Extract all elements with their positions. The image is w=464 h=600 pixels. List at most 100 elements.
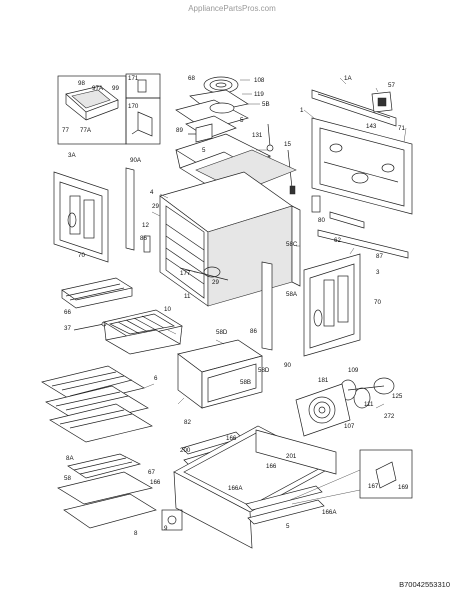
callout: 131 bbox=[252, 132, 263, 139]
callout: 29 bbox=[212, 279, 219, 286]
side-panel-3A bbox=[53, 171, 109, 263]
callout: 57 bbox=[388, 82, 395, 89]
callout: 97A bbox=[92, 85, 104, 92]
leveling-leg-9 bbox=[161, 509, 183, 531]
callout: 77A bbox=[80, 127, 92, 134]
callout: 1 bbox=[300, 107, 304, 114]
callout: 71 bbox=[398, 125, 405, 132]
callout: 12 bbox=[142, 222, 149, 229]
bottom-panel-8 bbox=[63, 493, 157, 529]
callout: 37 bbox=[64, 325, 71, 332]
callout: 166 bbox=[226, 435, 237, 442]
callout: 58A bbox=[286, 291, 298, 298]
callout: 9 bbox=[164, 525, 168, 532]
callout: 166A bbox=[228, 485, 243, 492]
callout: 1A bbox=[344, 75, 352, 82]
drawer-front-201 bbox=[255, 429, 337, 475]
callout: 58D bbox=[216, 329, 228, 336]
bracket-57 bbox=[371, 91, 393, 113]
broil-element-66 bbox=[61, 277, 133, 309]
sensor-5-top bbox=[266, 123, 274, 152]
callout: 58B bbox=[240, 379, 251, 386]
callout: 62 bbox=[334, 237, 341, 244]
callout: 4 bbox=[150, 189, 154, 196]
oven-racks-6 bbox=[41, 365, 153, 443]
callout: 11 bbox=[184, 293, 191, 300]
top-rail-1A bbox=[311, 89, 397, 127]
callout: 166A bbox=[322, 509, 337, 516]
callout: 58 bbox=[64, 475, 71, 482]
callout: 166 bbox=[266, 463, 277, 470]
callout: 167 bbox=[368, 483, 379, 490]
side-trim-90A bbox=[125, 167, 135, 251]
callout: 67 bbox=[148, 469, 155, 476]
callout: 70 bbox=[374, 299, 381, 306]
callout: 108 bbox=[254, 77, 265, 84]
callout: 3A bbox=[68, 152, 76, 159]
callout: 5 bbox=[240, 117, 244, 124]
callout: 201 bbox=[286, 453, 297, 460]
callout: 200 bbox=[180, 447, 191, 454]
inset-detail-167 bbox=[289, 449, 413, 505]
hinge-86 bbox=[143, 235, 151, 253]
callout: 90 bbox=[284, 362, 291, 369]
callout: 77 bbox=[62, 127, 69, 134]
callout: 58C bbox=[286, 241, 298, 248]
callout: 86 bbox=[140, 235, 147, 242]
callout: 181 bbox=[318, 377, 329, 384]
callout: 119 bbox=[254, 91, 264, 98]
trim-58A bbox=[261, 261, 273, 351]
callout: 80 bbox=[318, 217, 325, 224]
callout: 5 bbox=[202, 147, 206, 154]
callout: 86 bbox=[250, 328, 257, 335]
callout: 125 bbox=[392, 393, 403, 400]
callout: 111 bbox=[364, 401, 374, 408]
drawer-rail-166A bbox=[245, 485, 325, 525]
callout: 107 bbox=[344, 423, 355, 430]
bake-element-8A bbox=[67, 453, 141, 479]
callout: 82 bbox=[184, 419, 191, 426]
inset-control-board bbox=[57, 75, 127, 145]
fan-cover-107 bbox=[295, 383, 351, 437]
callout: 169 bbox=[398, 484, 409, 491]
callout: 15 bbox=[284, 141, 291, 148]
callout: 29 bbox=[152, 203, 159, 210]
callout: 109 bbox=[348, 367, 359, 374]
callout: 89 bbox=[176, 127, 183, 134]
callout: 171 bbox=[128, 75, 139, 82]
callout: 8 bbox=[134, 530, 138, 537]
convection-fan-assembly bbox=[175, 76, 249, 139]
bottom-panel-58 bbox=[57, 471, 153, 505]
convection-fan-109 bbox=[339, 377, 395, 409]
callout: 58D bbox=[258, 367, 270, 374]
callout-labels: 1A 57 143 71 1 108 119 5B 68 97A 98 99 7… bbox=[62, 75, 409, 537]
callout: 90A bbox=[130, 157, 142, 164]
callout: 170 bbox=[128, 103, 139, 110]
callout: 143 bbox=[366, 123, 377, 130]
callout: 66 bbox=[64, 309, 71, 316]
oven-cavity bbox=[159, 171, 293, 307]
callout: 166 bbox=[150, 479, 161, 486]
broiler-pan-10 bbox=[103, 309, 183, 355]
leader-lines bbox=[143, 77, 407, 409]
bracket-62 bbox=[329, 211, 365, 229]
thermostat-89 bbox=[188, 123, 213, 143]
side-panel-3 bbox=[303, 253, 361, 357]
callout: 70 bbox=[78, 252, 85, 259]
wire-clip-80 bbox=[311, 195, 321, 213]
inset-bracket-170 bbox=[125, 97, 161, 145]
callout: 68 bbox=[188, 75, 195, 82]
rear-panel-71 bbox=[311, 117, 413, 215]
callout: 99 bbox=[112, 85, 119, 92]
document-number: B70042553310 bbox=[399, 580, 450, 589]
callout: 6 bbox=[154, 375, 158, 382]
probe-37 bbox=[73, 321, 107, 331]
callout: 8A bbox=[66, 455, 74, 462]
callout: 3 bbox=[376, 269, 380, 276]
callout: 5 bbox=[286, 523, 290, 530]
callout: 10 bbox=[164, 306, 171, 313]
callout: 272 bbox=[384, 413, 395, 420]
drawer-frame-58B bbox=[177, 339, 263, 409]
callout: 87 bbox=[376, 253, 383, 260]
